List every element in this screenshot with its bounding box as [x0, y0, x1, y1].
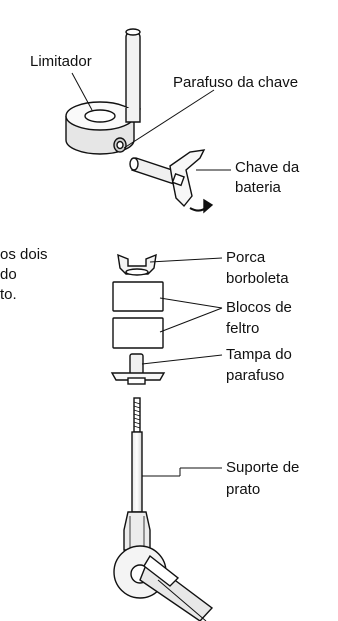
label-suporte-2: prato: [226, 481, 261, 498]
label-porca-1: Porca: [226, 249, 266, 266]
label-parafuso-chave: Parafuso da chave: [173, 74, 299, 91]
label-porca-2: borboleta: [226, 270, 289, 287]
label-limitador: Limitador: [30, 53, 92, 70]
limitador-part: [65, 28, 141, 155]
label-suporte-1: Suporte de: [226, 459, 300, 476]
cut-off-text-line3: to.: [0, 286, 17, 303]
label-blocos-2: feltro: [226, 320, 260, 337]
cut-off-text-line2: do: [0, 266, 17, 283]
label-tampa-2: parafuso: [226, 367, 285, 384]
screw-cap-part: [110, 353, 166, 385]
leader-lines-top: [71, 72, 231, 171]
cymbal-holder-part: [113, 397, 214, 621]
felt-blocks-part: [112, 281, 164, 349]
cut-off-text-line1: os dois: [0, 246, 48, 263]
label-tampa-1: Tampa do: [226, 346, 292, 363]
drum-key-part: [129, 149, 214, 214]
label-blocos-1: Blocos de: [226, 299, 292, 316]
leader-lines-bottom: [141, 257, 223, 477]
label-chave-bateria-2: bateria: [235, 179, 281, 196]
wing-nut-part: [117, 253, 157, 276]
label-chave-bateria-1: Chave da: [235, 159, 300, 176]
